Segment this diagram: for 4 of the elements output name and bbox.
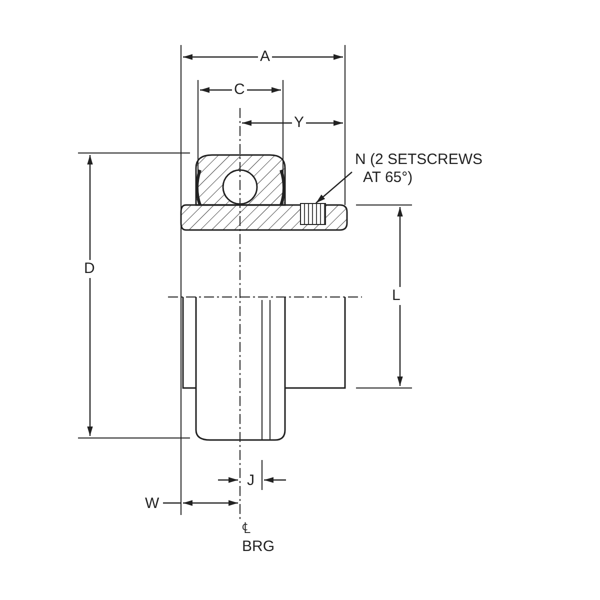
- dimension-label: D: [82, 260, 97, 278]
- setscrew: [300, 203, 326, 225]
- dimension-label: L: [390, 287, 402, 305]
- leader-line: [316, 172, 352, 204]
